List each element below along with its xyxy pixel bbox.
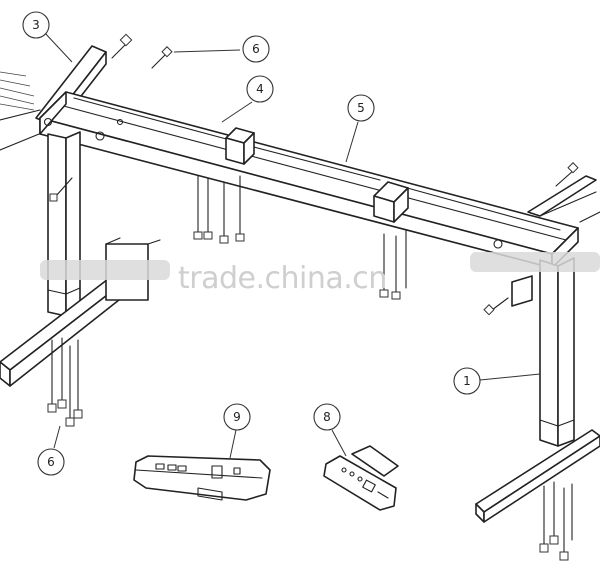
- bolts: [47, 33, 579, 561]
- svg-text:8: 8: [323, 410, 331, 424]
- svg-text:9: 9: [233, 410, 241, 424]
- watermark-text: trade.china.cn: [178, 261, 387, 296]
- callout-5: 5: [347, 94, 375, 122]
- callout-3: 3: [22, 11, 50, 39]
- left-foot: [0, 237, 161, 387]
- handset: [323, 445, 399, 511]
- motor-bracket: [511, 275, 533, 307]
- sleeve-left: [225, 127, 255, 165]
- callout-4: 4: [246, 75, 274, 103]
- svg-text:4: 4: [256, 82, 264, 96]
- left-leg: [47, 131, 81, 317]
- callouts: 3 6 4 5 1 6: [22, 11, 541, 476]
- main-crossbar: [39, 91, 579, 269]
- right-leg: [539, 257, 575, 447]
- callout-1: 1: [453, 367, 481, 395]
- svg-text:6: 6: [252, 42, 260, 56]
- callout-9: 9: [223, 403, 251, 431]
- watermark-band: trade.china.cn: [40, 252, 600, 296]
- callout-6-bottom: 6: [37, 448, 65, 476]
- right-foot: [475, 429, 600, 523]
- svg-text:1: 1: [463, 374, 471, 388]
- callout-6-top: 6: [242, 35, 270, 63]
- sleeve-right: [373, 181, 409, 223]
- control-box: [133, 455, 271, 501]
- right-side-arm: [527, 175, 600, 223]
- callout-8: 8: [313, 403, 341, 431]
- svg-text:3: 3: [32, 18, 40, 32]
- svg-text:5: 5: [357, 101, 365, 115]
- svg-text:6: 6: [47, 455, 55, 469]
